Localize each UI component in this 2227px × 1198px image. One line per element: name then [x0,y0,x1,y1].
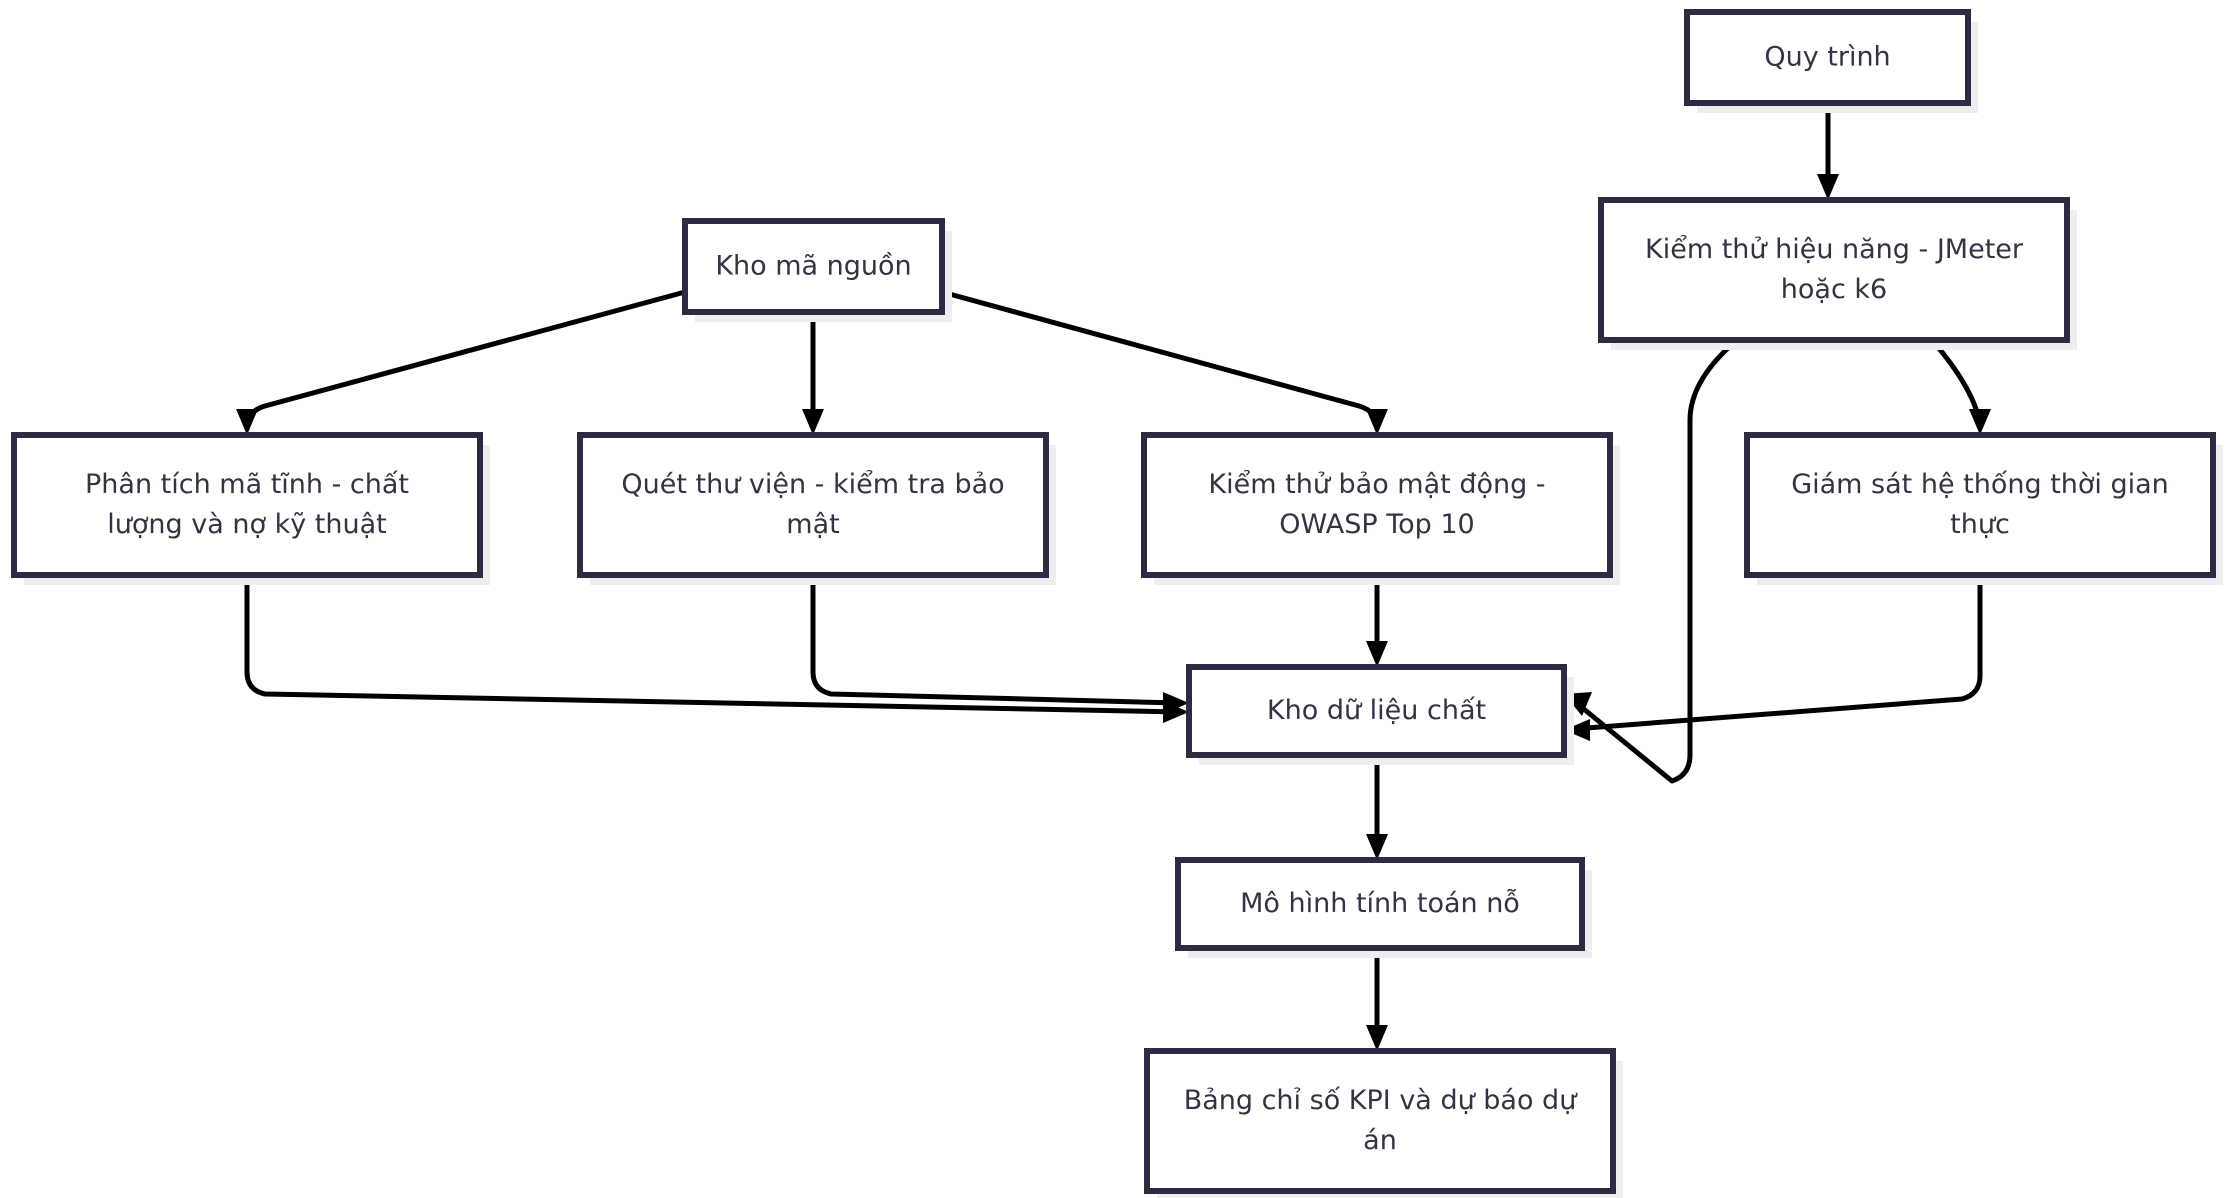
node-border[interactable] [1144,1048,1616,1194]
node-border[interactable] [1598,197,2070,343]
node-kiem-thu-bao-mat-dong[interactable]: Kiểm thử bảo mật động -OWASP Top 10 [1141,432,1620,585]
edge-quy-trinh-to-kiem-thu-hieu-nang [1817,103,1839,200]
edges-layer [236,103,1991,1051]
node-border[interactable] [1684,9,1971,106]
node-border[interactable] [11,432,483,578]
node-mo-hinh-tinh-toan[interactable]: Mô hình tính toán nỗ [1175,857,1592,958]
edge-kiem-thu-bao-mat-dong-to-kho-du-lieu-chat [1366,575,1388,667]
node-border[interactable] [577,432,1049,578]
node-kho-ma-nguon[interactable]: Kho mã nguồn [682,218,952,322]
edge-kho-ma-nguon-to-phan-tich-ma-tinh [236,289,686,435]
node-border[interactable] [1186,664,1567,758]
node-border[interactable] [1141,432,1613,578]
node-label: Kho dữ liệu chất [1267,695,1486,726]
edge-kho-ma-nguon-to-quet-thu-vien [802,312,824,435]
edge-giam-sat-he-thong-to-kho-du-lieu-chat [1564,575,1983,741]
edge-kiem-thu-hieu-nang-to-giam-sat-he-thong [1930,338,1991,435]
node-border[interactable] [1744,432,2216,578]
edge-quet-thu-vien-to-kho-du-lieu-chat [810,575,1189,714]
edge-kho-du-lieu-chat-to-mo-hinh-tinh-toan [1366,755,1388,860]
node-label: Kho mã nguồn [715,250,911,281]
edge-mo-hinh-tinh-toan-to-bang-chi-so-kpi [1366,948,1388,1051]
node-label: Kiểm thử bảo mật động -OWASP Top 10 [1208,469,1545,540]
node-border[interactable] [682,218,945,315]
node-kho-du-lieu-chat[interactable]: Kho dữ liệu chất [1186,664,1574,765]
node-label: Mô hình tính toán nỗ [1240,888,1520,919]
node-border[interactable] [1175,857,1585,951]
node-quy-trinh[interactable]: Quy trình [1684,9,1978,113]
edge-kho-ma-nguon-to-kiem-thu-bao-mat-dong [941,289,1388,435]
node-label: Quy trình [1764,41,1890,72]
